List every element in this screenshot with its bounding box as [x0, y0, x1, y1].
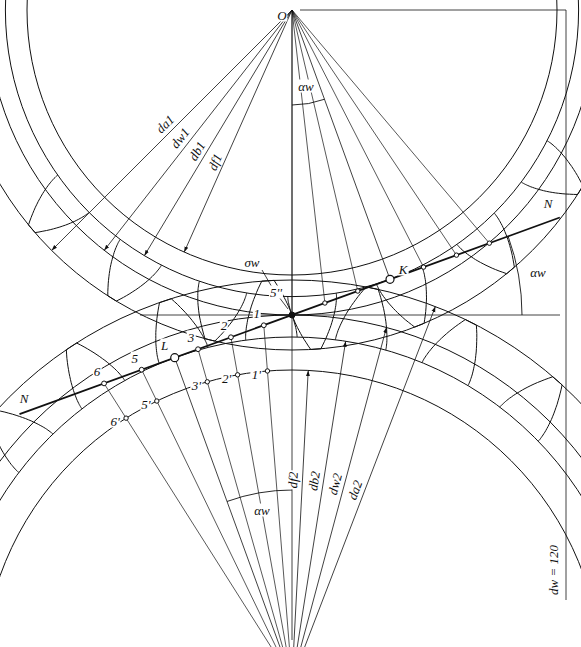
dimension-label: dw = 120 — [547, 544, 560, 596]
dimension-label: dw1 — [168, 125, 193, 152]
contact-point — [454, 253, 458, 257]
upper-gear-circle — [0, 0, 581, 315]
projected-point — [124, 416, 128, 420]
leader-line — [262, 270, 288, 309]
angle-arc — [292, 99, 324, 105]
diameter-dimension-line — [292, 370, 308, 647]
pitch-point — [289, 312, 295, 318]
diameter-dimension-line — [292, 327, 386, 647]
dimension-label: db2 — [306, 469, 322, 492]
radius-line — [292, 10, 390, 279]
drawing-label: σw — [243, 256, 260, 269]
radial-line — [292, 10, 358, 291]
dimension-label: da2 — [345, 478, 365, 503]
point-number: 5' — [140, 398, 151, 411]
drawing-label: αw — [297, 80, 315, 93]
point-number: 2 — [220, 319, 229, 332]
contact-point — [323, 301, 327, 305]
projected-point — [155, 399, 159, 403]
drawing-label: αw — [253, 504, 271, 517]
radial-line — [104, 383, 292, 647]
contact-point — [102, 381, 107, 386]
point-number: 6 — [93, 365, 102, 378]
point-number: L — [160, 338, 169, 351]
radial-line — [292, 10, 325, 303]
drawing-label: N — [19, 392, 30, 405]
involute-tooth-profile — [521, 141, 581, 195]
tangent-point — [171, 354, 179, 362]
center-line — [292, 10, 293, 640]
projected-point — [205, 380, 209, 384]
diameter-dimension-line — [104, 10, 292, 250]
diameter-dimension-line — [292, 341, 346, 647]
involute-tooth-profile — [29, 175, 90, 233]
involute-tooth-profile — [156, 299, 208, 364]
involute-tooth-profile — [66, 343, 125, 409]
projected-point — [235, 373, 239, 377]
involute-tooth-profile — [422, 320, 477, 386]
lower-gear-circle — [0, 280, 581, 647]
dimension-line — [566, 10, 567, 600]
point-number: 1' — [251, 367, 262, 380]
dimension-extension — [300, 10, 566, 11]
involute-tooth-profile — [0, 410, 53, 472]
radial-line — [198, 349, 292, 647]
line-of-action — [19, 218, 559, 415]
drawing-label: αw — [529, 266, 547, 279]
diameter-dimension-line — [292, 307, 435, 647]
radius-line — [175, 358, 292, 647]
point-number: 3 — [187, 331, 196, 344]
drawing-label: N — [543, 197, 554, 210]
angle-arc — [508, 236, 522, 315]
diameter-dimension-line — [144, 10, 292, 256]
drawing-label: K — [398, 263, 409, 276]
point-number: 6' — [109, 415, 120, 428]
involute-tooth-profile — [108, 239, 162, 301]
contact-point — [487, 241, 491, 245]
diameter-dimension-line — [184, 10, 292, 252]
involute-tooth-profile — [500, 377, 562, 442]
involute-tooth-profile — [457, 213, 515, 274]
angle-arc — [227, 490, 292, 501]
contact-point — [139, 367, 144, 372]
projected-point — [265, 369, 269, 373]
diameter-dimension-line — [52, 10, 292, 250]
contact-point — [421, 265, 425, 269]
radial-line — [292, 10, 489, 243]
contact-point — [196, 347, 201, 352]
point-number: 5 — [130, 351, 139, 364]
tangent-point — [386, 275, 394, 283]
radial-line — [292, 10, 424, 267]
drawing-label: 5'' — [269, 286, 283, 299]
point-number: 3' — [191, 378, 202, 391]
lower-gear-circle — [0, 370, 581, 647]
radial-line — [142, 370, 292, 647]
lower-gear-circle — [0, 315, 581, 647]
lower-gear-circle — [0, 337, 581, 647]
dimension-label: df2 — [286, 470, 300, 489]
contact-point — [229, 335, 234, 340]
radial-line — [292, 10, 293, 315]
contact-point — [261, 323, 266, 328]
contact-point — [356, 289, 360, 293]
horizontal-line — [140, 315, 560, 316]
dimension-label: da1 — [153, 112, 177, 136]
point-number: 1 — [253, 307, 262, 320]
involute-tooth-profile — [198, 281, 247, 341]
involute-tooth-profile — [246, 280, 298, 340]
point-number: 2' — [221, 371, 232, 384]
upper-gear-circle — [0, 0, 581, 350]
radial-line — [292, 10, 456, 255]
drawing-label: O — [276, 9, 287, 22]
